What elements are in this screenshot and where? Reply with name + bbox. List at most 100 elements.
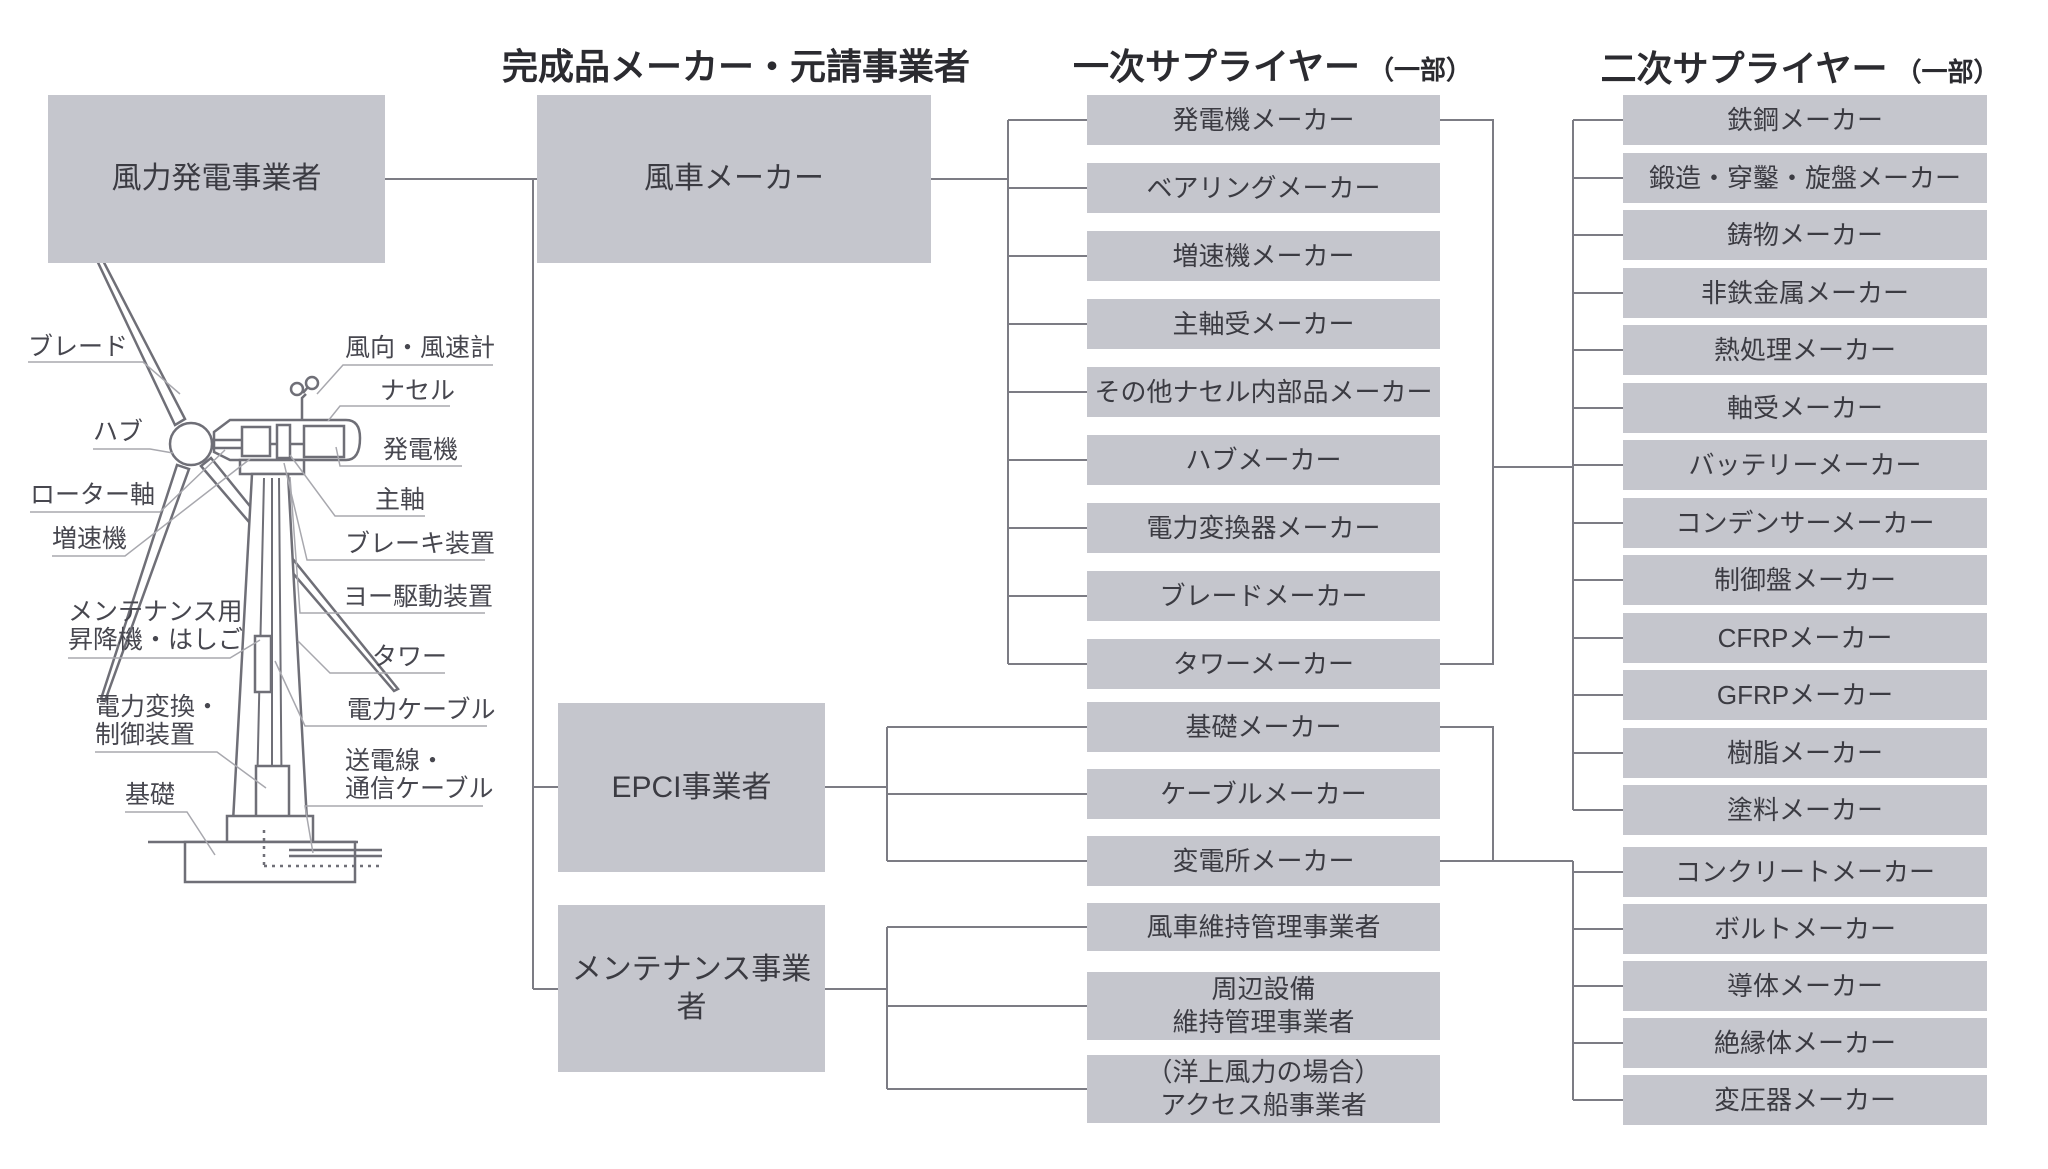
- battery-maker-label: バッテリーメーカー: [1688, 449, 1922, 480]
- bearing-maker-label: ベアリングメーカー: [1146, 172, 1381, 203]
- box-windmill-maintenance-operator: 風車維持管理事業者: [1087, 903, 1440, 951]
- foundation-maker-label: 基礎メーカー: [1185, 711, 1342, 742]
- label-tower-text: タワー: [372, 643, 448, 671]
- label-generator: 発電機: [383, 436, 458, 464]
- header-finished-makers: 完成品メーカー・元請事業者: [502, 38, 970, 90]
- header-primary-suppliers: 一次サプライヤー （一部）: [1073, 38, 1472, 90]
- box-conductor-maker: 導体メーカー: [1623, 961, 1987, 1011]
- label-anemometer-text: 風向・風速計: [345, 334, 496, 362]
- box-cable-maker: ケーブルメーカー: [1087, 769, 1440, 819]
- generator-maker-label: 発電機メーカー: [1172, 104, 1355, 135]
- label-hub: ハブ: [93, 418, 143, 446]
- turbine-base-flange: [225, 814, 315, 844]
- box-nonferrous-maker: 非鉄金属メーカー: [1623, 268, 1987, 318]
- header-primary-text: 一次サプライヤー: [1073, 46, 1360, 87]
- label-power-conv-line1: 電力変換・: [95, 693, 221, 721]
- label-gearbox-text: 増速機: [52, 525, 128, 553]
- main-bearing-maker-label: 主軸受メーカー: [1172, 308, 1355, 339]
- maintenance-operator-label: メンテナンス事業者: [571, 953, 812, 1024]
- cfrp-maker-label: CFRPメーカー: [1717, 622, 1893, 653]
- label-hub-text: ハブ: [93, 418, 144, 446]
- label-rotor-shaft-text: ローター軸: [30, 481, 156, 509]
- label-maintenance-lift: メンテナンス用 昇降機・はしご: [68, 598, 243, 654]
- nacelle-parts-maker-label: その他ナセル内部品メーカー: [1094, 376, 1433, 407]
- concrete-maker-label: コンクリートメーカー: [1674, 856, 1935, 887]
- bolt-maker-label: ボルトメーカー: [1713, 913, 1896, 944]
- box-paint-maker: 塗料メーカー: [1623, 785, 1987, 835]
- label-generator-text: 発電機: [383, 436, 459, 464]
- label-brake-text: ブレーキ装置: [345, 530, 496, 558]
- label-blade: ブレード: [28, 333, 128, 361]
- box-main-bearing-maker: 主軸受メーカー: [1087, 299, 1440, 349]
- label-nacelle-text: ナセル: [380, 377, 456, 405]
- box-gfrp-maker: GFRPメーカー: [1623, 670, 1987, 720]
- capacitor-maker-label: コンデンサーメーカー: [1675, 507, 1935, 538]
- label-lift-line2: 昇降機・はしご: [68, 626, 244, 654]
- power-converter-maker-label: 電力変換器メーカー: [1146, 512, 1381, 543]
- gearbox-maker-label: 増速機メーカー: [1172, 240, 1355, 271]
- label-brake: ブレーキ装置: [345, 530, 495, 558]
- box-heat-treatment-maker: 熱処理メーカー: [1623, 325, 1987, 375]
- epci-operator-label: EPCI事業者: [611, 770, 772, 804]
- forging-maker-label: 鍛造・穿鑿・旋盤メーカー: [1648, 162, 1961, 193]
- box-cfrp-maker: CFRPメーカー: [1623, 613, 1987, 663]
- label-tower: タワー: [372, 643, 447, 671]
- box-steel-maker: 鉄鋼メーカー: [1623, 95, 1987, 145]
- box-bearing-maker: ベアリングメーカー: [1087, 163, 1440, 213]
- box-tower-maker: タワーメーカー: [1087, 639, 1440, 689]
- header-secondary-text: 二次サプライヤー: [1600, 48, 1888, 89]
- label-foundation-text: 基礎: [125, 781, 176, 809]
- turbine-shaft: [212, 438, 304, 450]
- box-power-converter-maker: 電力変換器メーカー: [1087, 503, 1440, 553]
- turbine-anemometer-cup1: [289, 381, 305, 397]
- nonferrous-maker-label: 非鉄金属メーカー: [1700, 277, 1909, 308]
- box-peripheral-maintenance-operator: 周辺設備 維持管理事業者: [1087, 972, 1440, 1040]
- conductor-maker-label: 導体メーカー: [1726, 970, 1883, 1001]
- label-lift-line1: メンテナンス用: [68, 598, 243, 626]
- box-battery-maker: バッテリーメーカー: [1623, 440, 1987, 490]
- label-foundation: 基礎: [125, 781, 175, 809]
- label-power-cable-text: 電力ケーブル: [347, 696, 496, 724]
- casting-maker-label: 鋳物メーカー: [1726, 219, 1883, 250]
- export-cables: [289, 848, 382, 858]
- box-forging-maker: 鍛造・穿鑿・旋盤メーカー: [1623, 153, 1987, 203]
- turbine-blade-lower-right: [199, 456, 400, 693]
- box-transformer-maker: 変圧器メーカー: [1623, 1075, 1987, 1125]
- peripheral-maintenance-line1: 周辺設備: [1211, 974, 1316, 1004]
- header-primary-note: （一部）: [1367, 55, 1472, 85]
- label-power-conv-line2: 制御装置: [95, 721, 196, 749]
- turbine-brake: [275, 423, 292, 460]
- heat-treatment-maker-label: 熱処理メーカー: [1713, 334, 1896, 365]
- box-hub-maker: ハブメーカー: [1087, 435, 1440, 485]
- box-bolt-maker: ボルトメーカー: [1623, 904, 1987, 954]
- label-yaw-drive: ヨー駆動装置: [343, 583, 493, 611]
- steel-maker-label: 鉄鋼メーカー: [1726, 104, 1883, 135]
- label-anemometer: 風向・風速計: [345, 334, 495, 362]
- label-power-cable: 電力ケーブル: [347, 696, 496, 724]
- box-windmill-maker: 風車メーカー: [537, 95, 931, 263]
- label-main-shaft: 主軸: [375, 486, 425, 514]
- cable-maker-label: ケーブルメーカー: [1160, 778, 1367, 809]
- label-blade-text: ブレード: [28, 333, 129, 361]
- transformer-maker-label: 変圧器メーカー: [1713, 1084, 1896, 1115]
- label-power-conversion: 電力変換・ 制御装置: [95, 693, 220, 749]
- blade-maker-label: ブレードメーカー: [1159, 580, 1368, 611]
- box-wind-power-operator: 風力発電事業者: [48, 95, 385, 263]
- box-epci-operator: EPCI事業者: [558, 703, 825, 872]
- box-foundation-maker: 基礎メーカー: [1087, 702, 1440, 752]
- turbine-lift: [253, 634, 273, 694]
- peripheral-maintenance-line2: 維持管理事業者: [1172, 1007, 1355, 1037]
- access-vessel-line2: アクセス船事業者: [1160, 1090, 1367, 1120]
- substation-maker-label: 変電所メーカー: [1172, 845, 1355, 876]
- box-nacelle-parts-maker: その他ナセル内部品メーカー: [1087, 367, 1440, 417]
- label-leader-lines: [28, 361, 493, 856]
- box-concrete-maker: コンクリートメーカー: [1623, 847, 1987, 897]
- label-transmission-line2: 通信ケーブル: [345, 775, 494, 803]
- control-panel-maker-label: 制御盤メーカー: [1713, 564, 1896, 595]
- access-vessel-line1: （洋上風力の場合）: [1146, 1057, 1381, 1087]
- box-insulator-maker: 絶縁体メーカー: [1623, 1018, 1987, 1068]
- header-secondary-suppliers: 二次サプライヤー （一部）: [1601, 40, 2000, 92]
- resin-maker-label: 樹脂メーカー: [1726, 737, 1883, 768]
